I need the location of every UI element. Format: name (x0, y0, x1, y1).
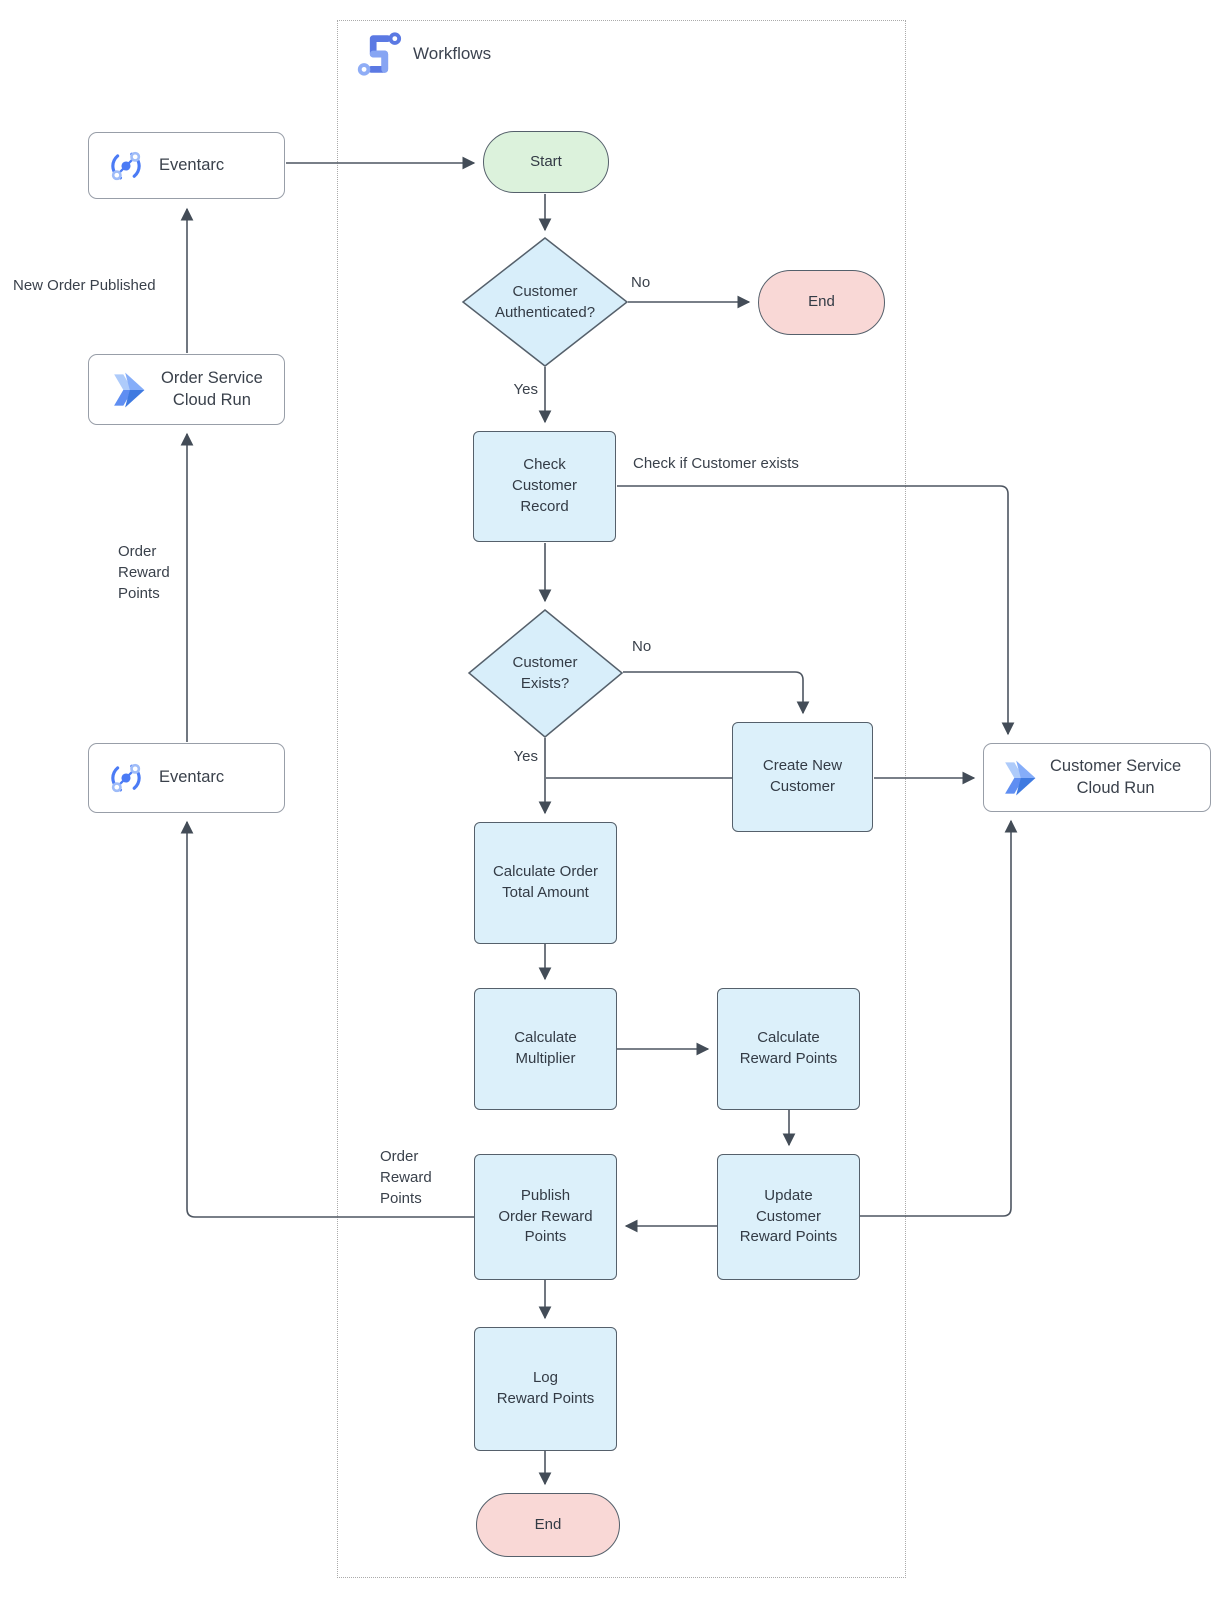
eventarc-icon (111, 150, 141, 181)
decision-label-customer-authenticated: Customer Authenticated? (494, 283, 596, 321)
cloud-run-icon (1005, 760, 1036, 795)
edge-label-new-order-published: New Order Published (13, 277, 156, 294)
node-end-top: End (758, 270, 885, 335)
node-order-service-cloud-run: Order Service Cloud Run (88, 354, 285, 425)
workflows-group-container (337, 20, 906, 1578)
node-eventarc-top: Eventarc (88, 132, 285, 199)
node-customer-service-cloud-run: Customer Service Cloud Run (983, 743, 1211, 812)
node-publish-order-reward-points: Publish Order Reward Points (474, 1154, 617, 1280)
edge-label-no-authenticated: No (631, 274, 651, 291)
eventarc-icon (111, 763, 141, 793)
decision-label-customer-exists: Customer Exists? (512, 654, 578, 692)
edge-label-order-reward-points-left: Order Reward Points (118, 543, 170, 602)
node-start: Start (483, 131, 609, 193)
node-eventarc-bottom: Eventarc (88, 743, 285, 813)
node-calculate-reward-points: Calculate Reward Points (717, 988, 860, 1110)
node-create-new-customer: Create New Customer (732, 722, 873, 832)
edge-label-no-exists: No (632, 638, 652, 655)
workflows-icon (357, 32, 402, 76)
edge-label-yes-authenticated: Yes (513, 381, 538, 398)
cloud-run-icon (114, 372, 145, 407)
node-end-bottom: End (476, 1493, 620, 1557)
node-log-reward-points: Log Reward Points (474, 1327, 617, 1451)
node-check-customer-record: Check Customer Record (473, 431, 616, 542)
node-update-customer-reward-points: Update Customer Reward Points (717, 1154, 860, 1280)
node-calculate-multiplier: Calculate Multiplier (474, 988, 617, 1110)
edge-label-yes-exists: Yes (513, 748, 538, 765)
diagram-title: Workflows (413, 44, 492, 63)
edge-label-check-if-customer-exists: Check if Customer exists (633, 455, 799, 472)
node-calculate-order-total: Calculate Order Total Amount (474, 822, 617, 944)
edge-label-order-reward-points-publish: Order Reward Points (380, 1148, 432, 1207)
